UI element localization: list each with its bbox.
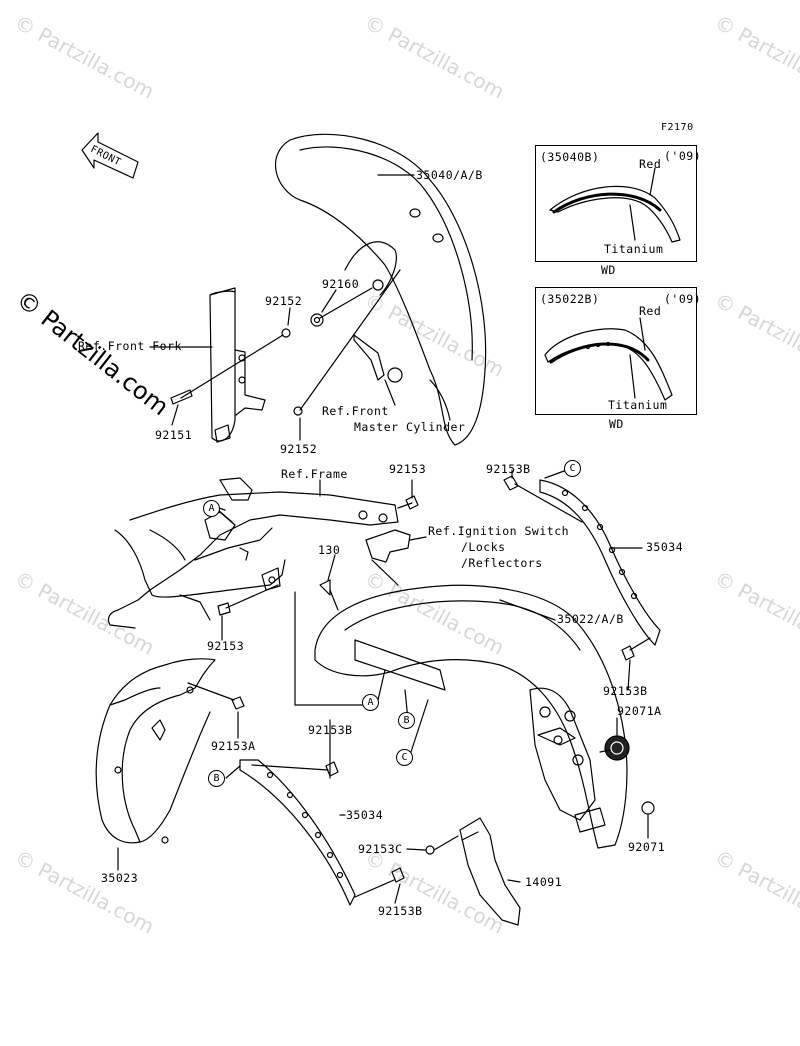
part-label: 92153A	[211, 739, 256, 753]
ref-label: Ref.Front Fork	[78, 339, 182, 353]
rear-fender-drawing	[314, 584, 628, 849]
front-fork-drawing	[209, 287, 266, 443]
part-label: 35034	[646, 540, 684, 554]
part-label: 92153B	[378, 904, 423, 918]
ref-marker-b: B	[208, 770, 225, 787]
ref-label: Ref.Frame	[281, 467, 348, 481]
part-label: 92153	[207, 639, 245, 653]
inset-35040b: (35040B) Red ('09) Titanium	[535, 145, 701, 262]
part-label: 92153C	[358, 842, 403, 856]
inset-year: ('09)	[664, 149, 702, 163]
frame-drawing	[107, 477, 399, 629]
ref-marker-c: C	[564, 460, 581, 477]
inset-titanium-label: Titanium	[608, 398, 668, 412]
inset-year: ('09)	[664, 292, 702, 306]
inset2-fender-drawing	[544, 317, 673, 401]
part-label: 92152	[280, 442, 318, 456]
part-label: 35040/A/B	[416, 168, 483, 182]
inset-red-label: Red	[639, 304, 662, 318]
ref-label: Master Cylinder	[354, 420, 466, 434]
inset-code: (35040B)	[540, 150, 600, 164]
inset-code: (35022B)	[540, 292, 600, 306]
part-label: 92153B	[308, 723, 353, 737]
figure-id: F2170	[661, 122, 694, 133]
part-label: 35034	[346, 808, 384, 822]
part-label: 92153B	[603, 684, 648, 698]
ref-label: /Reflectors	[461, 556, 543, 570]
part-label: 92153B	[486, 462, 531, 476]
part-label: 92071	[628, 840, 666, 854]
part-label: 14091	[525, 875, 563, 889]
part-label: 92153	[389, 462, 427, 476]
inset-red-label: Red	[639, 157, 662, 171]
ref-marker-c: C	[396, 749, 413, 766]
part-label: 92071A	[617, 704, 662, 718]
ref-label: Ref.Ignition Switch	[428, 524, 570, 538]
inner-fender-drawing	[95, 658, 216, 844]
ref-marker-b: B	[398, 712, 415, 729]
front-fender-drawing	[274, 133, 487, 446]
inset1-fender-drawing	[549, 167, 681, 243]
part-label: 92152	[265, 294, 303, 308]
ref-label: Ref.Front	[322, 404, 389, 418]
ref-label: /Locks	[461, 540, 506, 554]
front-arrow-icon	[81, 132, 139, 179]
strut-upper-drawing	[539, 479, 661, 646]
part-label: 35022/A/B	[557, 612, 624, 626]
strut-lower-drawing	[239, 759, 356, 906]
inset-caption: WD	[601, 263, 616, 277]
inset-caption: WD	[609, 417, 624, 431]
part-label: 92151	[155, 428, 193, 442]
part-label: 35023	[101, 871, 139, 885]
part-label: 130	[318, 543, 341, 557]
part-label: 92160	[322, 277, 360, 291]
ref-marker-a: A	[362, 694, 379, 711]
ref-marker-a: A	[203, 500, 220, 517]
inset-35022b: (35022B) Red ('09) Titanium	[535, 287, 701, 415]
inset-titanium-label: Titanium	[604, 242, 664, 256]
